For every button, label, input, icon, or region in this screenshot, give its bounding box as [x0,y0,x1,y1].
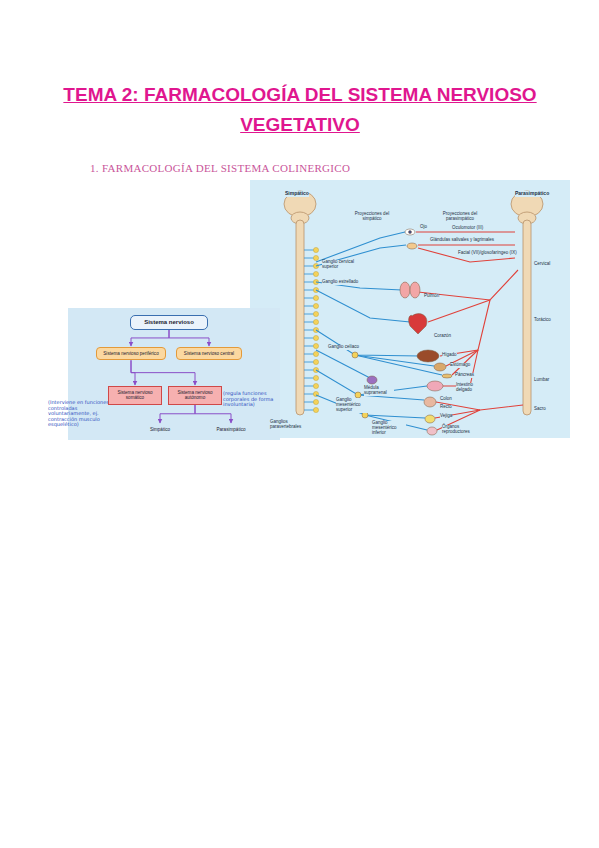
node-text: Simpático [142,427,178,432]
ramus-line [304,290,314,291]
part-label: Órganos reproductores [442,425,476,435]
part-label: Ojo [420,225,427,230]
ganglion-dot [313,351,318,356]
ganglion-dot [313,295,318,300]
part-label: Parasimpático [515,191,549,197]
ramus-line [304,410,314,411]
part-label: Proyecciones del simpático [352,212,392,222]
ramus-line [304,266,314,267]
part-label: Proyecciones del parasimpático [438,212,482,222]
ramus-line [304,274,314,275]
part-label: Glándulas salivales y lagrimales [430,238,494,243]
ganglion-dot [313,383,318,388]
part-label: Facial (VII)/glosofaríngeo (IX) [458,251,517,256]
ganglion-dot [313,319,318,324]
ramus-line [304,298,314,299]
ramus-line [304,362,314,363]
part-label: Estómago [450,363,470,368]
process-box: Sistema nervioso [130,315,208,330]
page-title: TEMA 2: FARMACOLOGÍA DEL SISTEMA NERVIOS… [60,80,540,140]
node-text: Sistema nervioso periférico [99,351,163,356]
part-label: Lumbar [534,378,549,383]
sympathetic-projections [316,232,442,430]
ganglion-dot [313,247,318,252]
ramus-line [304,346,314,347]
ramus-line [304,378,314,379]
ramus-line [304,370,314,371]
process-box: Sistema nervioso periférico [96,347,166,360]
ramus-line [304,386,314,387]
ganglion-dot [313,375,318,380]
process-box: Sistema nervioso autónomo [168,386,222,405]
ganglion-dot [313,311,318,316]
process-box: Sistema nervioso somático [108,386,162,405]
part-label: Sacro [534,407,546,412]
ramus-line [304,322,314,323]
part-label: Torácico [534,318,551,323]
ramus-line [304,282,314,283]
ramus-line [304,394,314,395]
part-label: Simpático [285,191,309,197]
node-text: Sistema nervioso central [179,351,239,356]
branch-node: Parasimpático [208,424,254,435]
ganglion-dot [313,399,318,404]
part-label: Páncreas [455,373,474,378]
node-text: Sistema nervioso [133,319,205,326]
ganglion-dot [313,343,318,348]
node-text: Parasimpático [210,427,252,432]
ramus-line [304,314,314,315]
ganglion-dot [313,303,318,308]
part-label: Recto [440,405,452,410]
ramus-line [304,250,314,251]
part-label: Intestino delgado [456,383,488,393]
ganglion-dot [313,359,318,364]
flow-arrow [131,360,195,385]
part-label: Ganglios paravertebrales [270,420,304,430]
part-label: Hígado [442,353,457,358]
note-text: (regula funciones corporales de forma in… [223,391,281,408]
ganglion-dot [313,335,318,340]
parasympathetic-projections [416,232,523,430]
nervous-system-left [284,191,316,415]
ganglion-dot [313,271,318,276]
part-label: Oculomotor (III) [452,226,483,231]
part-label: Pulmón [424,294,439,299]
note-text: (Interviene en funciones controladas vol… [48,400,110,428]
node-text: Sistema nervioso somático [111,390,159,401]
ramus-line [304,306,314,307]
part-label: Cervical [534,262,550,267]
part-label: Colon [440,397,452,402]
part-label: Ganglio mesentérico inferior [372,421,406,436]
ramus-line [304,258,314,259]
part-label: Ganglio cervical superior [322,260,356,270]
part-label: Ganglio mesentérico superior [336,398,370,413]
chart-ground [68,308,280,440]
part-label: Médula suprarrenal [364,386,394,396]
flow-arrow [169,330,209,346]
branch-node: Simpático [140,424,180,435]
part-label: Vejiga [440,414,452,419]
illustration-ground [250,180,570,438]
ramus-line [304,330,314,331]
ganglion-dot [313,407,318,412]
ganglion-dot [313,255,318,260]
flow-arrow [131,330,169,346]
ramus-line [304,338,314,339]
flow-arrow [160,405,195,423]
section-heading: 1. FARMACOLOGÍA DEL SISTEMA COLINERGICO [90,162,350,174]
part-label: Corazón [434,334,451,339]
ramus-line [304,354,314,355]
flow-arrow [195,405,231,423]
part-label: Ganglio celíaco [328,345,359,350]
node-text: Sistema nervioso autónomo [171,390,219,401]
part-label: Ganglio estrellado [322,280,358,285]
process-box: Sistema nervioso central [176,347,242,360]
ramus-line [304,402,314,403]
